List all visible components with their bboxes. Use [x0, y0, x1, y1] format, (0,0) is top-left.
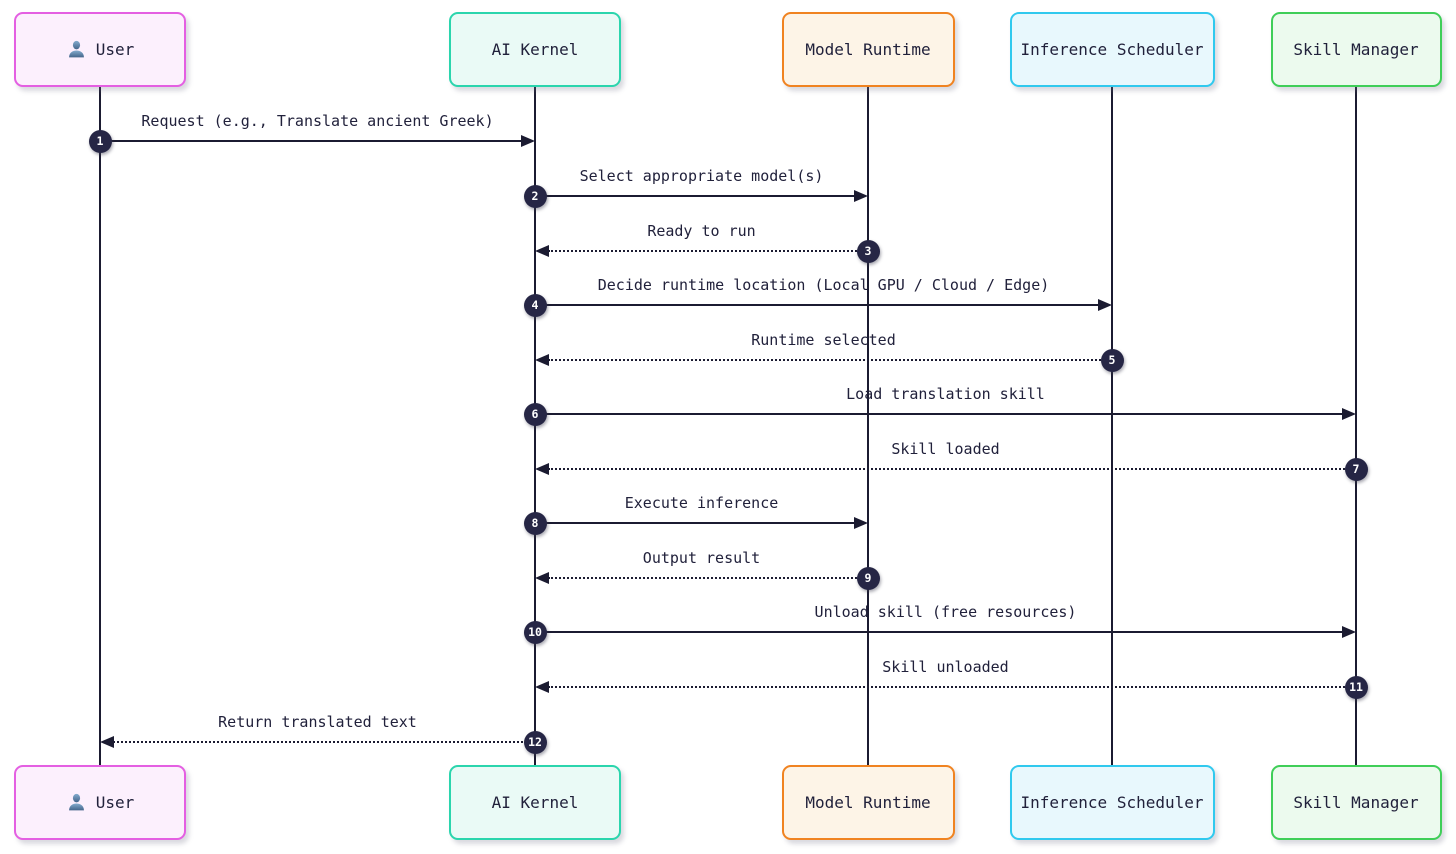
message-number-badge: 1 [88, 129, 112, 153]
message-number-badge: 12 [523, 730, 547, 754]
actor-label: AI Kernel [491, 40, 579, 59]
arrowhead-icon [1342, 408, 1356, 420]
message-label: Decide runtime location (Local GPU / Clo… [597, 276, 1050, 294]
actor-box-top-inference-scheduler: Inference Scheduler [1009, 12, 1215, 87]
message-line-4 [535, 304, 1099, 306]
lifeline-user [99, 86, 101, 766]
message-line-2 [535, 195, 855, 197]
message-number-badge: 11 [1344, 675, 1368, 699]
message-number-badge: 8 [523, 511, 547, 535]
actor-label: Model Runtime [805, 793, 931, 812]
arrowhead-icon [854, 517, 868, 529]
message-label: Skill unloaded [882, 658, 1009, 676]
actor-box-top-skill-manager: Skill Manager [1270, 12, 1442, 87]
person-icon [66, 792, 87, 813]
actor-label: Skill Manager [1293, 40, 1419, 59]
lifeline-ai-kernel [534, 86, 536, 766]
arrowhead-icon [521, 135, 535, 147]
person-icon [66, 39, 87, 60]
actor-box-top-ai-kernel: AI Kernel [449, 12, 621, 87]
arrowhead-icon [535, 354, 549, 366]
actor-box-bottom-skill-manager: Skill Manager [1270, 765, 1442, 840]
message-label: Select appropriate model(s) [579, 167, 824, 185]
message-line-9 [548, 577, 868, 579]
actor-box-bottom-model-runtime: Model Runtime [781, 765, 955, 840]
message-label: Request (e.g., Translate ancient Greek) [141, 112, 494, 130]
message-number-badge: 10 [523, 620, 547, 644]
actor-box-top-user: User [14, 12, 186, 87]
message-line-3 [548, 250, 868, 252]
message-line-10 [535, 631, 1343, 633]
message-label: Output result [642, 549, 761, 567]
lifeline-inference-scheduler [1111, 86, 1113, 766]
actor-label: Model Runtime [805, 40, 931, 59]
message-line-1 [100, 140, 522, 142]
actor-label: User [95, 793, 135, 812]
message-label: Execute inference [624, 494, 779, 512]
actor-label: Skill Manager [1293, 793, 1419, 812]
message-number-badge: 3 [856, 239, 880, 263]
message-line-8 [535, 522, 855, 524]
message-line-12 [113, 741, 535, 743]
arrowhead-icon [535, 681, 549, 693]
message-line-7 [548, 468, 1356, 470]
actor-box-bottom-ai-kernel: AI Kernel [449, 765, 621, 840]
actor-label: Inference Scheduler [1020, 40, 1204, 59]
message-label: Skill loaded [891, 440, 1000, 458]
message-number-badge: 2 [523, 184, 547, 208]
message-number-badge: 7 [1344, 457, 1368, 481]
arrowhead-icon [535, 463, 549, 475]
actor-label: AI Kernel [491, 793, 579, 812]
actor-box-bottom-user: User [14, 765, 186, 840]
message-line-11 [548, 686, 1356, 688]
message-label: Ready to run [647, 222, 756, 240]
message-label: Return translated text [218, 713, 417, 731]
message-label: Runtime selected [751, 331, 896, 349]
arrowhead-icon [535, 572, 549, 584]
actor-label: User [95, 40, 135, 59]
arrowhead-icon [100, 736, 114, 748]
message-number-badge: 4 [523, 293, 547, 317]
message-line-5 [548, 359, 1112, 361]
actor-box-top-model-runtime: Model Runtime [781, 12, 955, 87]
message-label: Unload skill (free resources) [814, 603, 1077, 621]
message-line-6 [535, 413, 1343, 415]
arrowhead-icon [1098, 299, 1112, 311]
arrowhead-icon [535, 245, 549, 257]
lifeline-skill-manager [1355, 86, 1357, 766]
actor-box-bottom-inference-scheduler: Inference Scheduler [1009, 765, 1215, 840]
actor-label: Inference Scheduler [1020, 793, 1204, 812]
message-number-badge: 9 [856, 566, 880, 590]
message-number-badge: 6 [523, 402, 547, 426]
arrowhead-icon [1342, 626, 1356, 638]
lifeline-model-runtime [867, 86, 869, 766]
message-number-badge: 5 [1100, 348, 1124, 372]
arrowhead-icon [854, 190, 868, 202]
message-label: Load translation skill [846, 385, 1045, 403]
